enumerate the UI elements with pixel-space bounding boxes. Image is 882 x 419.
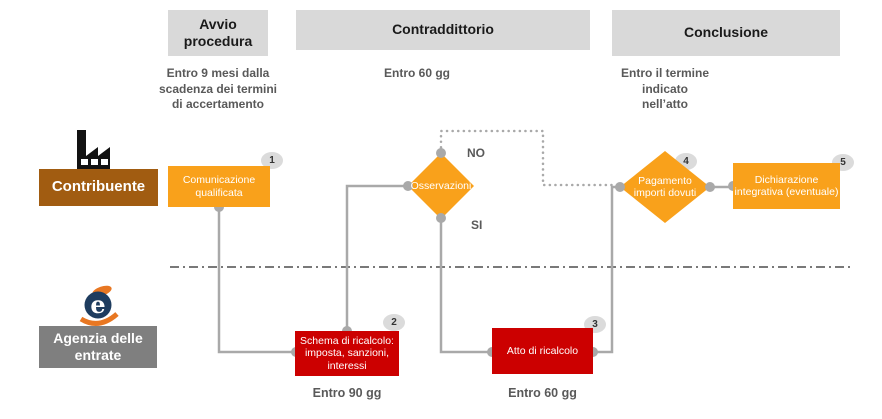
step-badge-4: 4 [675, 153, 697, 170]
branch-label-no: NO [467, 146, 485, 160]
step-label-line: Atto di ricalcolo [506, 344, 579, 357]
deadline-entro-60-gg: Entro 60 gg [508, 386, 577, 400]
step-label-line: Dichiarazione [754, 173, 819, 186]
step-label-line: Schema di ricalcolo: [300, 334, 394, 347]
phase-note-avvio: Entro 9 mesi dalla scadenza dei termini … [148, 66, 288, 113]
step-label-line: Pagamento [638, 175, 692, 187]
phase-header-conclusione: Conclusione [612, 10, 840, 56]
note-line: di accertamento [171, 97, 265, 112]
step-box-dichiarazione-integrativa: Dichiarazione integrativa (eventuale) [733, 163, 840, 209]
lane-label-agenzia: Agenzia delle entrate [39, 326, 157, 368]
note-line: Entro il termine [620, 66, 709, 80]
note-line: scadenza dei termini [158, 81, 278, 96]
step-label-line: importi dovuti [633, 187, 697, 200]
svg-text:e: e [90, 290, 105, 319]
note-line: indicato [641, 81, 688, 96]
note-line: nell’atto [641, 97, 688, 112]
branch-label-si: SI [471, 218, 483, 232]
connector-lines [217, 184, 731, 354]
step-label-line: integrativa (eventuale) [734, 186, 839, 198]
step-badge-2: 2 [383, 314, 405, 331]
phase-note-conclusione: Entro il termine indicato nell’atto [613, 66, 717, 113]
agenzia-entrate-logo: e [76, 284, 122, 328]
lane-label-contribuente: Contribuente [39, 169, 158, 206]
step-label-line: imposta, sanzioni, [304, 347, 390, 360]
step-label-line: Comunicazione [182, 174, 256, 187]
step-box-comunicazione-qualificata: Comunicazione qualificata [168, 166, 270, 207]
note-line: Entro 9 mesi dalla [166, 66, 270, 80]
deadline-entro-90-gg: Entro 90 gg [312, 386, 382, 400]
factory-icon [68, 128, 122, 170]
step-label-line: qualificata [195, 186, 243, 199]
step-box-atto-di-ricalcolo: Atto di ricalcolo [492, 328, 593, 374]
phase-header-contraddittorio: Contraddittorio [296, 10, 590, 50]
step-badge-1: 1 [261, 152, 283, 169]
step-label-line: interessi [327, 359, 367, 372]
step-label-pagamento: Pagamento importi dovuti [613, 175, 717, 200]
decision-label-osservazioni: Osservazioni [410, 180, 472, 192]
phase-header-avvio: Avvio procedura [168, 10, 268, 56]
step-box-schema-di-ricalcolo: Schema di ricalcolo: imposta, sanzioni, … [295, 331, 399, 376]
phase-note-contraddittorio: Entro 60 gg [383, 66, 450, 80]
